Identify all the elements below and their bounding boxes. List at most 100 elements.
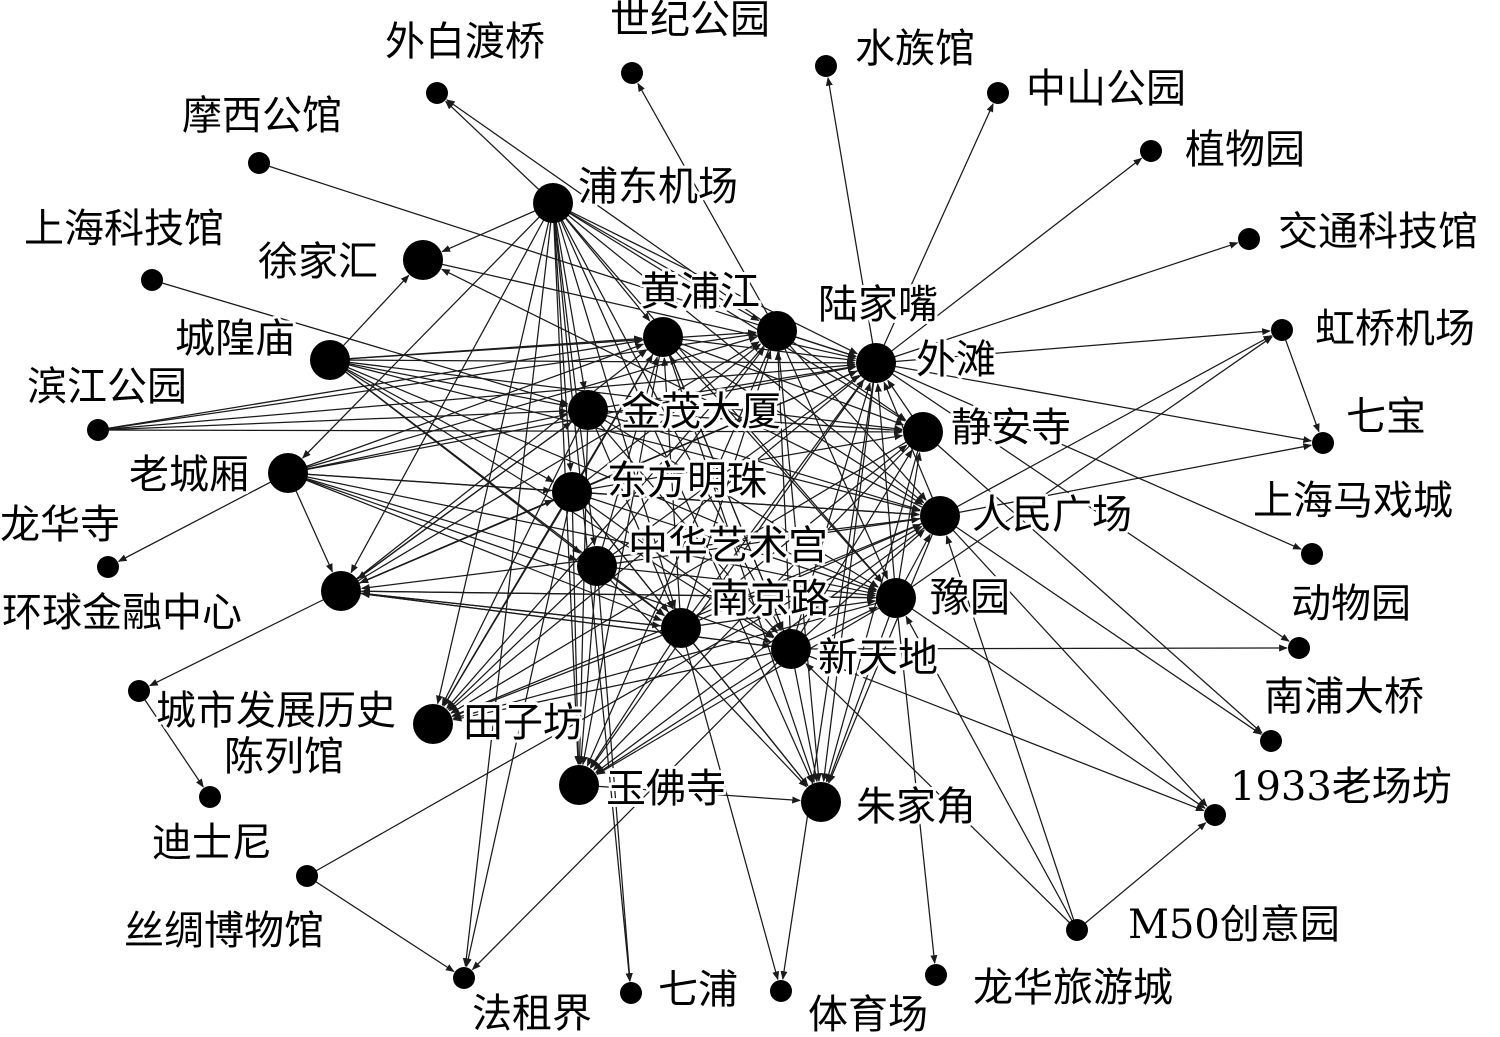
node-zhonghua bbox=[577, 546, 617, 586]
edge-m50-xintiandi bbox=[805, 663, 1078, 931]
edge-dongfang-xintiandi bbox=[571, 491, 775, 638]
edge-zhonghua-huangpu bbox=[596, 356, 659, 567]
edge-waitan-qibao bbox=[875, 362, 1313, 443]
node-dot-disney bbox=[199, 786, 221, 808]
node-dot-zhiwu bbox=[1140, 140, 1162, 162]
node-label-zhongshan: 中山公园 bbox=[1026, 66, 1186, 112]
edge-laochengxiang-longhua bbox=[117, 472, 289, 562]
node-label-chengshi: 城市发展历史陈列馆 bbox=[156, 688, 396, 780]
node-dot-pudong bbox=[533, 183, 573, 223]
edge-shkeji-jinmao bbox=[151, 279, 569, 406]
node-waibaidu bbox=[426, 82, 448, 104]
edge-yuyuan-zhujiajiao bbox=[827, 597, 897, 784]
node-dot-shiji bbox=[621, 62, 643, 84]
edge-chenghuang-dongfang bbox=[329, 359, 555, 483]
edge-pudong-waibaidu bbox=[445, 100, 554, 204]
node-dot-nanjing bbox=[661, 608, 701, 648]
edge-yufo-zhujiajiao bbox=[578, 784, 801, 804]
edge-waitan-huanqiu bbox=[359, 362, 877, 584]
node-label-longhua: 龙华寺 bbox=[0, 502, 120, 548]
node-dot-shkeji bbox=[141, 269, 163, 291]
node-label-waibaidu: 外白渡桥 bbox=[385, 19, 545, 65]
edge-yuyuan-huanqiu bbox=[361, 587, 897, 599]
node-label-longhualvyou: 龙华旅游城 bbox=[973, 965, 1173, 1011]
node-label-m50: M50创意园 bbox=[1128, 902, 1340, 948]
node-dot-binjiang bbox=[87, 419, 109, 441]
edge-nanjing-renmin bbox=[680, 523, 922, 629]
node-label-xujiahui: 徐家汇 bbox=[258, 239, 378, 285]
edge-renmin-huanqiu bbox=[360, 515, 941, 591]
node-qibao bbox=[1312, 432, 1334, 454]
edge-pudong-waitan bbox=[552, 202, 858, 355]
edge-lujiazui-renmin bbox=[776, 330, 927, 501]
edge-renmin-waitan bbox=[883, 381, 941, 517]
node-dot-lao1933 bbox=[1204, 804, 1226, 826]
edge-chenghuang-lujiazui bbox=[329, 329, 757, 361]
edge-xintiandi-lujiazui bbox=[774, 351, 792, 650]
node-binjiang bbox=[87, 419, 109, 441]
edge-waitan-shuizu bbox=[825, 76, 877, 364]
node-disney bbox=[199, 786, 221, 808]
edge-dongfang-lujiazui bbox=[571, 343, 762, 493]
edge-binjiang-jingan bbox=[97, 428, 903, 436]
node-label-yufo: 玉佛寺 bbox=[606, 766, 726, 812]
node-label-yuyuan: 豫园 bbox=[930, 575, 1010, 621]
edge-jinmao-jingan bbox=[587, 409, 903, 434]
node-dot-huangpu bbox=[643, 317, 683, 357]
node-label-huangpu: 黄浦江 bbox=[640, 269, 760, 315]
edge-chenghuang-yuyuan bbox=[329, 359, 878, 591]
node-dot-chengshi bbox=[128, 680, 150, 702]
edge-yuyuan-longhualvyou bbox=[895, 597, 938, 964]
node-xujiahui bbox=[403, 240, 443, 280]
edge-nanjing-jingan bbox=[680, 444, 908, 629]
edge-pudong-xujiahui bbox=[441, 202, 554, 253]
edge-sichou-fazujie bbox=[306, 875, 455, 973]
edge-jingan-zhujiajiao bbox=[825, 431, 924, 783]
edge-m50-lao1933 bbox=[1076, 822, 1207, 931]
node-label-binjiang: 滨江公园 bbox=[27, 364, 187, 410]
edge-xintiandi-lao1933 bbox=[790, 648, 1205, 812]
edge-laochengxiang-jinmao bbox=[287, 412, 569, 474]
edge-zhonghua-waitan bbox=[596, 374, 860, 567]
edge-huanqiu-lujiazui bbox=[340, 341, 760, 592]
edge-waitan-yufo bbox=[590, 362, 877, 769]
node-label-qibao: 七宝 bbox=[1346, 394, 1426, 440]
node-label-shkeji: 上海科技馆 bbox=[24, 206, 224, 252]
edge-xintiandi-waitan bbox=[790, 382, 872, 650]
node-huanqiu bbox=[321, 571, 361, 611]
edge-xintiandi-renmin bbox=[790, 529, 925, 650]
edge-nanjing-tiyu bbox=[680, 627, 780, 981]
edge-chengshi-disney bbox=[138, 690, 204, 788]
node-label-hongqiao: 虹桥机场 bbox=[1315, 306, 1475, 352]
node-zhiwu bbox=[1140, 140, 1162, 162]
node-dot-jingan bbox=[903, 412, 943, 452]
node-label-chenghuang: 城隍庙 bbox=[175, 316, 295, 362]
node-maxi bbox=[1301, 543, 1323, 565]
edge-sichou-renmin bbox=[306, 525, 923, 877]
edge-yuyuan-jingan bbox=[895, 451, 922, 599]
node-dongfang bbox=[552, 472, 592, 512]
node-dot-lujiazui bbox=[757, 311, 797, 351]
edge-yuyuan-lao1933 bbox=[895, 597, 1206, 809]
node-label-jingan: 静安寺 bbox=[951, 405, 1071, 451]
node-jiaotong bbox=[1238, 228, 1260, 250]
node-label-qipu: 七浦 bbox=[658, 967, 738, 1013]
node-shkeji bbox=[141, 269, 163, 291]
edge-waitan-tiyu bbox=[780, 362, 877, 980]
edge-jinmao-renmin bbox=[587, 409, 921, 511]
edge-chenghuang-renmin bbox=[329, 359, 921, 513]
edge-hongqiao-qibao bbox=[1281, 329, 1320, 433]
edge-huangpu-yufo bbox=[580, 336, 664, 766]
edge-huangpu-tianzifang bbox=[443, 336, 664, 707]
node-dot-waitan bbox=[856, 343, 896, 383]
edge-pudong-lujiazui bbox=[552, 202, 760, 322]
node-label-maxi: 上海马戏城 bbox=[1253, 478, 1453, 524]
edge-xintiandi-fazujie bbox=[471, 648, 792, 971]
edge-jingan-tianzifang bbox=[450, 431, 924, 714]
edge-zhonghua-tianzifang bbox=[447, 565, 598, 711]
node-label-lujiazui: 陆家嘴 bbox=[818, 282, 938, 328]
edge-xintiandi-yufo bbox=[595, 648, 792, 775]
edge-yuyuan-tianzifang bbox=[452, 597, 897, 720]
node-dongwu bbox=[1288, 637, 1310, 659]
